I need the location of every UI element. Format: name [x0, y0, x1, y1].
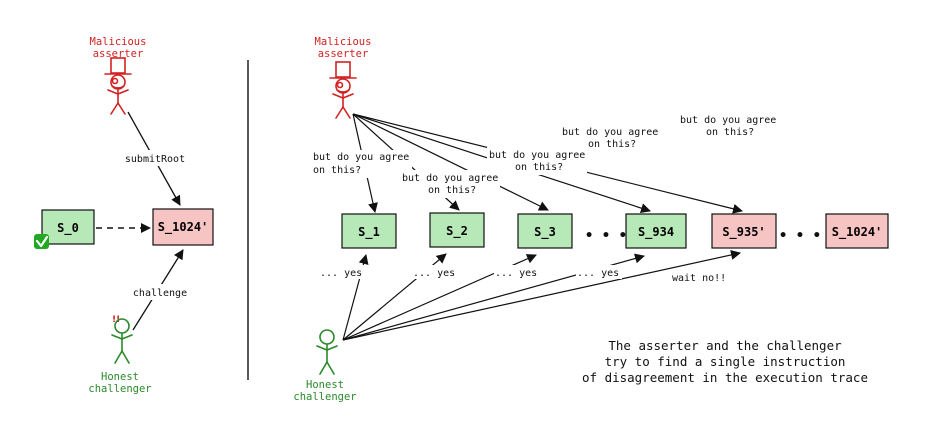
- yes-label-4: ... yes: [577, 268, 619, 279]
- honest-challenger-icon: [316, 329, 338, 375]
- yes-label-3: ... yes: [495, 268, 537, 279]
- state-label-s1024-left: S_1024': [158, 220, 209, 235]
- submit-root-label: submitRoot: [125, 154, 185, 165]
- question-arrow-s3: [352, 113, 549, 211]
- yes-label-1-bg: [319, 265, 365, 279]
- question-label-1-line1: but do you agree: [313, 152, 409, 163]
- left-asserter-label-line1: Malicious: [90, 36, 147, 48]
- question-label-4-line2: on this?: [588, 139, 636, 150]
- question-label-4: but do you agree on this?: [560, 124, 660, 152]
- question-label-2: but do you agree on this?: [400, 170, 500, 198]
- honest-challenger-icon: [111, 318, 133, 364]
- state-box-4-label: S_934: [638, 225, 674, 240]
- left-panel: Malicious asserter submitRoot S_0: [34, 36, 214, 395]
- state-box-2-label: S_2: [446, 224, 468, 239]
- malicious-asserter-icon: [104, 57, 132, 115]
- yes-label-4-bg: [576, 265, 622, 279]
- state-box-6: S_1024': [825, 213, 889, 249]
- exclamation-icon: !!: [112, 315, 120, 325]
- submit-root-label-bg: [122, 150, 188, 166]
- state-box-2: S_2: [429, 212, 485, 248]
- state-box-4-rect: [625, 213, 687, 249]
- state-box-5-rect: [711, 213, 777, 249]
- ellipsis-2: • • •: [779, 228, 821, 244]
- challenge-label-bg: [132, 284, 188, 300]
- answer-arrow-s935: [342, 250, 741, 341]
- state-label-s0: S_0: [57, 221, 79, 236]
- right-panel: Malicious asserter but do you agree on t…: [293, 36, 889, 403]
- yes-label-2-bg: [412, 265, 458, 279]
- state-box-s0: [41, 209, 95, 245]
- wait-no-label-bg: [670, 270, 726, 284]
- state-box-1-rect: [341, 213, 397, 249]
- challenge-label: challenge: [133, 288, 187, 299]
- caption-line2: try to find a single instruction: [605, 354, 846, 369]
- right-asserter-label-line2: asserter: [318, 48, 369, 60]
- question-label-3-line2: on this?: [515, 162, 563, 173]
- question-label-2-line2: on this?: [428, 185, 476, 196]
- right-asserter-label-line1: Malicious: [315, 36, 372, 48]
- yes-label-1: ... yes: [320, 268, 362, 279]
- state-box-5-label: S_935': [722, 225, 765, 240]
- right-challenger-label-line1: Honest: [306, 379, 344, 391]
- caption-line3: of disagreement in the execution trace: [582, 370, 868, 385]
- caption-line1: The asserter and the challenger: [608, 338, 842, 353]
- yes-label-2: ... yes: [413, 268, 455, 279]
- state-box-5: S_935': [711, 213, 777, 249]
- question-label-1: but do you agree on this?: [312, 150, 412, 178]
- left-asserter-label-line2: asserter: [93, 48, 144, 60]
- question-label-3-line1: but do you agree: [489, 150, 585, 161]
- question-label-5-line1: but do you agree: [680, 115, 776, 126]
- state-box-6-label: S_1024': [832, 225, 883, 240]
- state-box-1: S_1: [341, 213, 397, 249]
- ellipsis-1: • • •: [585, 228, 627, 244]
- state-box-3-label: S_3: [534, 225, 556, 240]
- state-box-3-rect: [517, 213, 573, 249]
- state-box-s1024-left: [152, 208, 214, 246]
- state-box-1-label: S_1: [358, 225, 380, 240]
- state-box-4: S_934: [625, 213, 687, 249]
- left-challenger-label-line2: challenger: [88, 383, 151, 395]
- left-challenger-label-line1: Honest: [101, 371, 139, 383]
- check-icon: [34, 234, 49, 249]
- question-label-1-line2: on this?: [313, 165, 361, 176]
- wait-no-label: wait no!!: [672, 273, 726, 284]
- question-label-5-line2: on this?: [706, 127, 754, 138]
- state-box-2-rect: [429, 212, 485, 248]
- question-label-5: but do you agree on this?: [678, 112, 778, 140]
- malicious-asserter-icon: [329, 61, 357, 119]
- state-box-6-rect: [825, 213, 889, 249]
- yes-label-3-bg: [494, 265, 540, 279]
- state-box-3: S_3: [517, 213, 573, 249]
- question-label-2-line1: but do you agree: [402, 173, 498, 184]
- right-challenger-label-line2: challenger: [293, 391, 356, 403]
- question-label-4-line1: but do you agree: [562, 127, 658, 138]
